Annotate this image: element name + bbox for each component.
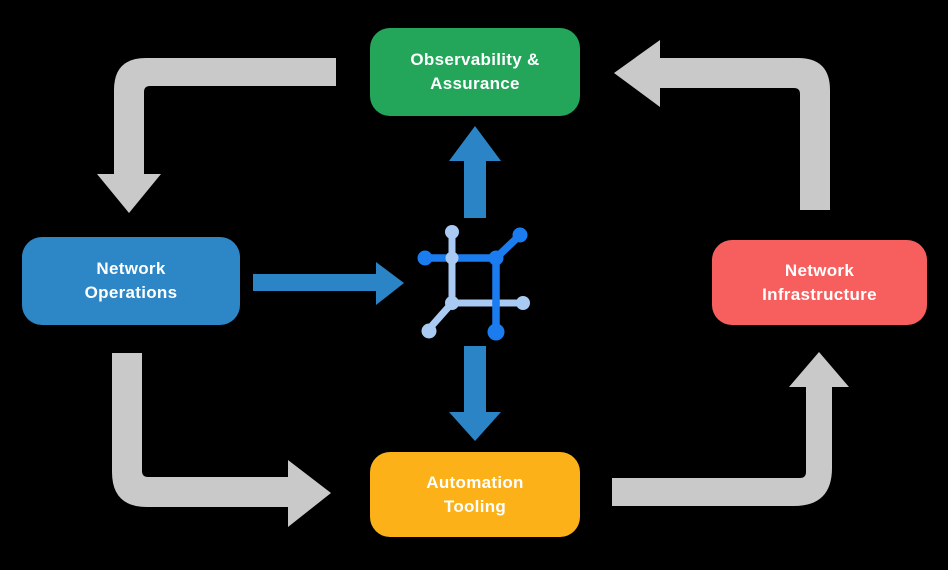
node-label-line: Tooling xyxy=(443,496,507,516)
node-label-line: Network xyxy=(784,260,855,280)
arrow-operations-to-automation xyxy=(112,353,331,527)
node-automation-tooling: Automation Tooling xyxy=(370,452,580,537)
arrow-operations-to-icon xyxy=(253,262,404,305)
arrow-automation-to-infrastructure xyxy=(612,352,849,506)
node-label-line: Observability & xyxy=(410,50,540,70)
network-mesh-icon xyxy=(417,225,530,341)
node-network-infrastructure: Network Infrastructure xyxy=(712,240,927,325)
arrow-icon-to-observability xyxy=(449,126,501,218)
node-label-line: Automation xyxy=(426,472,524,492)
arrow-icon-to-automation xyxy=(449,346,501,441)
arrow-infrastructure-to-observability xyxy=(614,40,830,210)
node-label-line: Operations xyxy=(84,283,178,302)
node-label-line: Network xyxy=(96,259,166,279)
node-observability-assurance: Observability & Assurance xyxy=(370,28,580,116)
arrow-observability-to-operations xyxy=(97,58,336,213)
node-label-line: Assurance xyxy=(430,74,520,93)
node-network-operations: Network Operations xyxy=(22,237,240,325)
node-label-line: Infrastructure xyxy=(762,284,877,304)
